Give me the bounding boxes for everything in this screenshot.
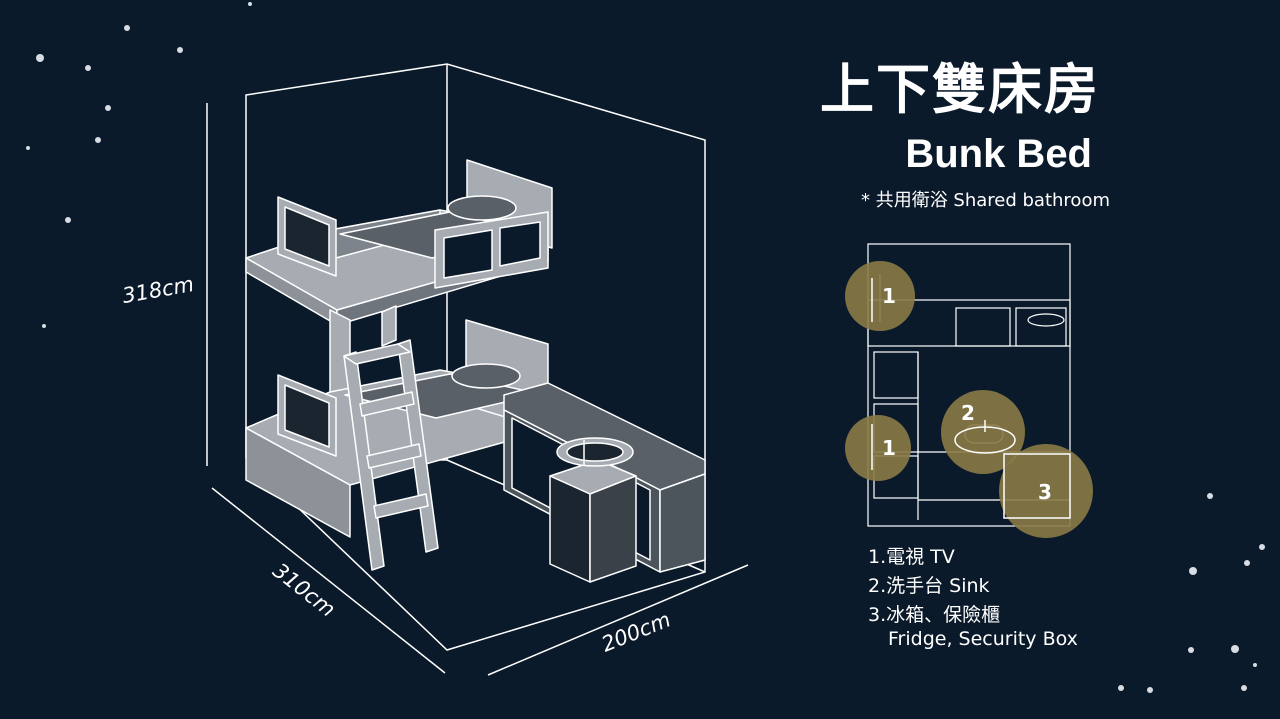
badge-tv-top — [845, 261, 915, 331]
dimension-lines — [206, 103, 749, 676]
floor-plan-overlay — [871, 278, 1071, 519]
badge-label-tv-top: 1 — [882, 284, 896, 308]
badge-sink — [941, 390, 1025, 474]
badge-label-fridge: 3 — [1038, 480, 1052, 504]
legend-item-fridge-zh: 3.冰箱、保險櫃 — [868, 604, 1001, 626]
legend-item-fridge-en: Fridge, Security Box — [888, 628, 1078, 650]
title-chinese: 上下雙床房 — [820, 58, 1100, 121]
shared-bathroom-note: * 共用衛浴 Shared bathroom — [860, 190, 1110, 211]
legend: 1.電視 TV 2.洗手台 Sink 3.冰箱、保險櫃 Fridge, Secu… — [868, 543, 1078, 654]
title-english: Bunk Bed — [905, 132, 1092, 176]
bunk-bed-frame — [245, 159, 706, 583]
badge-label-tv-bottom: 1 — [882, 436, 896, 460]
legend-badges — [845, 261, 1093, 538]
badge-tv-bottom — [845, 415, 911, 481]
badge-label-sink: 2 — [961, 401, 975, 425]
stars-decoration — [26, 2, 1265, 693]
legend-item-sink: 2.洗手台 Sink — [868, 575, 990, 597]
legend-item-tv: 1.電視 TV — [868, 546, 955, 568]
